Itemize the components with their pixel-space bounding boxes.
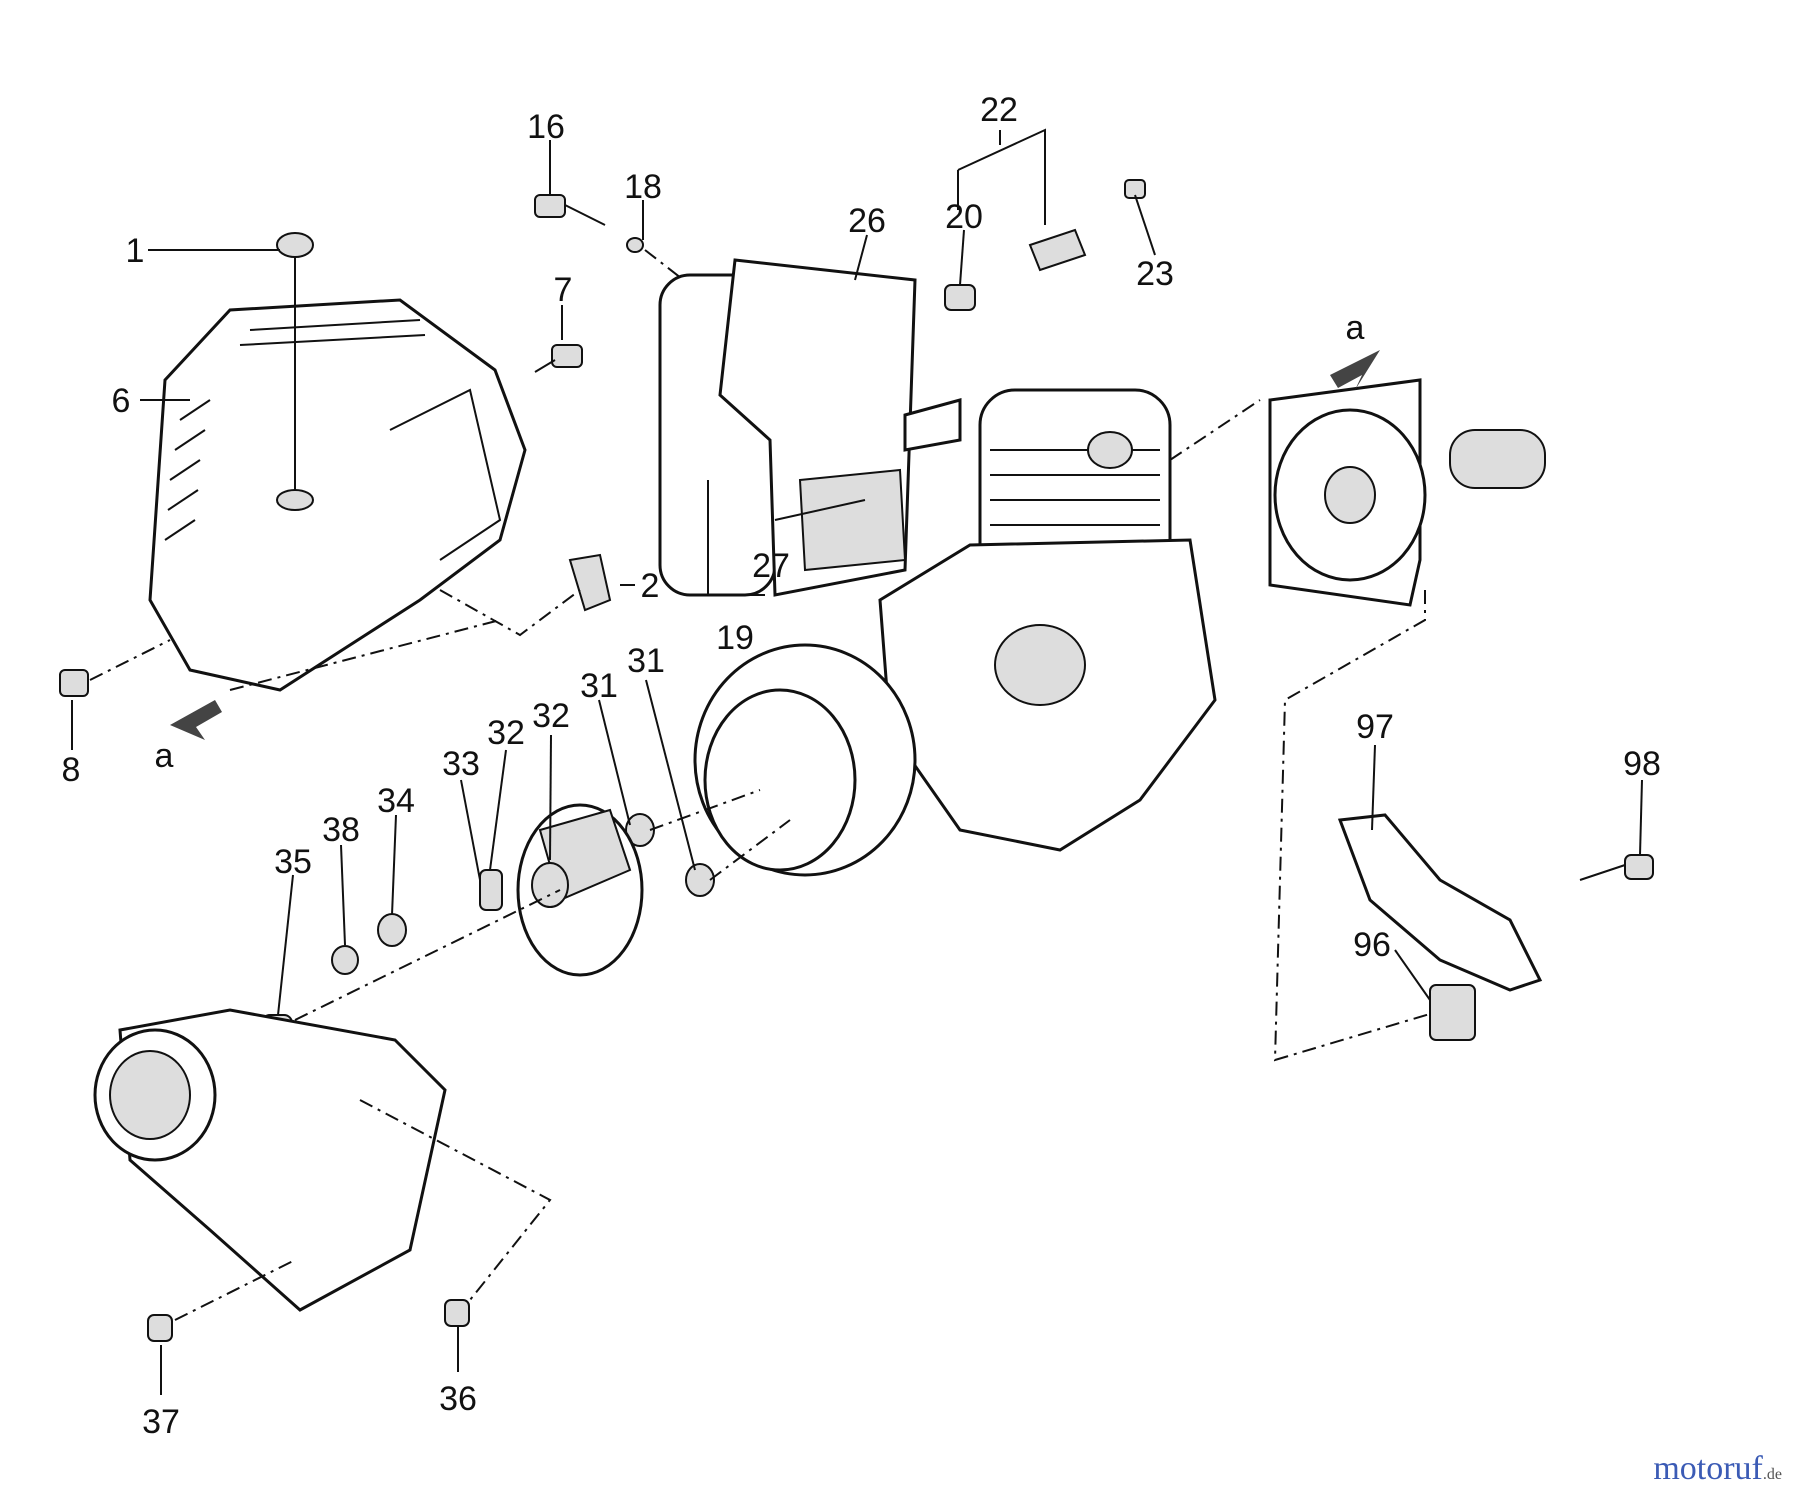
- grommet-1: [276, 232, 314, 258]
- washer-34: [377, 913, 407, 947]
- gasket: [903, 398, 962, 452]
- label-34: 34: [377, 782, 415, 820]
- label-32a: 32: [532, 697, 570, 735]
- label-7: 7: [554, 271, 573, 309]
- screw-8: [59, 669, 89, 697]
- label-2: 2: [641, 567, 660, 605]
- screw-7: [551, 344, 583, 368]
- watermark-logo: motoruf.de: [1653, 1450, 1782, 1488]
- gasket-27: [798, 468, 907, 572]
- screw-37: [147, 1314, 173, 1342]
- bolt-16: [534, 194, 566, 218]
- label-38: 38: [322, 811, 360, 849]
- arrow-right: [1330, 350, 1380, 390]
- spring-33: [479, 869, 503, 911]
- leader-lines: [71, 140, 1643, 1395]
- plate-20: [944, 284, 976, 311]
- label-36: 36: [439, 1380, 477, 1418]
- label-1: 1: [126, 232, 145, 270]
- label-33: 33: [442, 745, 480, 783]
- arrow-left: [170, 700, 222, 740]
- engine-cover: [148, 298, 527, 692]
- label-19: 19: [716, 619, 754, 657]
- label-37: 37: [142, 1403, 180, 1441]
- label-35: 35: [274, 843, 312, 881]
- label-22: 22: [980, 91, 1018, 129]
- washer-18: [626, 237, 644, 253]
- cover-vents: [164, 319, 502, 561]
- washer-38: [331, 945, 359, 975]
- label-18: 18: [624, 168, 662, 206]
- label-31a: 31: [580, 667, 618, 705]
- label-97: 97: [1356, 708, 1394, 746]
- label-96: 96: [1353, 926, 1391, 964]
- cover-hole: [276, 489, 314, 511]
- handle-bracket: [1337, 813, 1543, 992]
- label-98: 98: [1623, 745, 1661, 783]
- label-23: 23: [1136, 255, 1174, 293]
- label-31b: 31: [627, 642, 665, 680]
- cushion-96: [1429, 984, 1476, 1041]
- washer-31b: [685, 863, 715, 897]
- label-8: 8: [62, 751, 81, 789]
- label-a-left: a: [155, 737, 174, 775]
- watermark-text: motoruf: [1653, 1450, 1763, 1487]
- label-26: 26: [848, 202, 886, 240]
- spark-plug: [1028, 228, 1087, 272]
- label-20: 20: [945, 198, 983, 236]
- label-32b: 32: [487, 714, 525, 752]
- screw-98: [1624, 854, 1654, 880]
- watermark-suffix: .de: [1762, 1466, 1782, 1483]
- label-a-right: a: [1346, 309, 1365, 347]
- label-27: 27: [752, 547, 790, 585]
- label-6: 6: [112, 382, 131, 420]
- washer-31a: [625, 813, 655, 847]
- screw-36: [444, 1299, 470, 1327]
- label-16: 16: [527, 108, 565, 146]
- clip-2: [568, 553, 612, 612]
- starter-handle: [1449, 429, 1546, 489]
